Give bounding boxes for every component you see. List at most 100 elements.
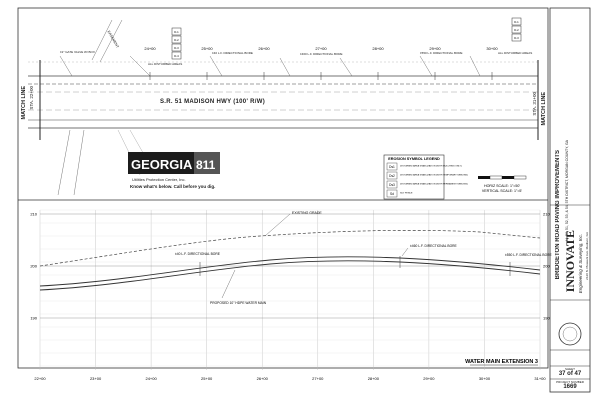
georgia-811-sub: Utilities Protection Center, Inc. (132, 177, 186, 182)
plan-station-label: 29+00 (429, 46, 441, 51)
plan-callout-4: ±460 L.F. DIRECTIONAL BORE (300, 52, 343, 56)
detail-box-plan-6 (511, 25, 522, 34)
scale-seg-3 (502, 176, 514, 179)
profile-station-label: 23+00 (90, 376, 102, 381)
legend-symbol: Ds2 (389, 174, 395, 178)
scale-bar: HORIZ SCALE: 1"=50' VERTICAL SCALE: 1"=5… (478, 175, 527, 193)
plan-station-label: 28+00 (372, 46, 384, 51)
profile-station-label: 31+00 (534, 376, 546, 381)
detail-box-text: D-3 (514, 36, 519, 40)
plan-station-label: 25+00 (201, 46, 213, 51)
match-line-right-label: MATCH LINE (541, 92, 547, 126)
plan-callout-5: ±550 L.F. DIRECTIONAL BORE (420, 51, 463, 55)
legend-symbol-box (386, 171, 398, 180)
proposed-pipe-top (39, 256, 541, 287)
detail-box-text: D-4 (174, 54, 179, 58)
erosion-legend-title: EROSION SYMBOL LEGEND (388, 157, 440, 161)
profile-elev-left: 190 (30, 316, 37, 321)
titleblock-frame (549, 7, 591, 393)
plan-view: 24+00 25+00 26+00 27+00 28+00 29+00 30+00 (28, 17, 539, 196)
company-address: 2120 N. Pleasant Ave. Madison, GA (585, 232, 589, 280)
vertical-scale-label: VERTICAL SCALE: 1"=5' (482, 189, 523, 193)
company-name: INNOVATE (563, 230, 577, 293)
profile-elev-left: 200 (30, 264, 37, 269)
erosion-legend-frame (383, 154, 445, 200)
sheet-label: SHEET (564, 367, 575, 371)
match-line-left-label: MATCH LINE (21, 86, 27, 120)
engineer-seal (558, 322, 582, 346)
project-number-label: PROJECT NUMBER (556, 380, 584, 384)
plan-callout-1: ±2" GATE VALVE W/ BOX (60, 50, 95, 54)
profile-elev-right: 210 (543, 212, 550, 217)
georgia-811-number-box (194, 152, 220, 174)
detail-box-text: D-2 (514, 28, 519, 32)
profile-elev-left: 210 (30, 212, 37, 217)
detail-box-plan-3 (171, 43, 182, 52)
legend-symbol-box (386, 180, 398, 189)
plan-station-label: 26+00 (258, 46, 270, 51)
plan-station-label: 30+00 (486, 46, 498, 51)
legend-symbol-box (386, 189, 398, 198)
detail-box-text: D-1 (174, 30, 179, 34)
georgia-811-name: GEORGIA (131, 157, 193, 172)
bore-label-3: ±550 L.F. DIRECTIONAL BORE (505, 253, 553, 257)
scale-seg-1 (478, 176, 490, 179)
legend-description: SILT FENCE (400, 193, 413, 195)
project-location: LL 50, 51, 52, 53, & 54, 5TH DISTRICT, M… (565, 140, 569, 241)
detail-box-plan-5 (511, 17, 522, 26)
legend-symbol: Ds3 (389, 183, 395, 187)
detail-box-plan-7 (511, 33, 522, 42)
profile-station-label: 25+00 (201, 376, 213, 381)
profile-station-label: 27+00 (312, 376, 324, 381)
legend-description: DISTURBED AREA STABILIZATION (WITH PERMA… (400, 183, 468, 186)
plan-station-ticks: 24+00 25+00 26+00 27+00 28+00 29+00 30+00 (144, 46, 498, 80)
plan-station-label: 24+00 (144, 46, 156, 51)
plan-callout-2: ALL DISTURBED AREAS (148, 62, 183, 66)
profile-elev-right: 200 (543, 264, 550, 269)
detail-box-plan-1 (171, 27, 182, 36)
legend-description: DISTURBED AREA STABILIZATION (WITH TEMPO… (400, 174, 468, 177)
georgia-811-number: 811 (196, 158, 216, 172)
detail-box-text: D-1 (514, 20, 519, 24)
profile-station-label: 22+00 (34, 376, 46, 381)
match-line-left-station: STA. 22+00 (29, 86, 34, 110)
legend-symbol-box (386, 162, 398, 171)
bore-label-2: ±460 L.F. DIRECTIONAL BORE (410, 244, 458, 248)
plan-callout-3: ±40 L.F. DIRECTIONAL BORE (212, 51, 253, 55)
detail-box-text: D-3 (174, 46, 179, 50)
profile-elev-right: 190 (543, 316, 550, 321)
profile-station-label: 24+00 (145, 376, 157, 381)
plan-station-label: 27+00 (315, 46, 327, 51)
project-number: 1669 (563, 384, 577, 390)
company-subtitle: Engineering & Surveying, Inc. (578, 234, 583, 294)
sheet-border (17, 7, 549, 369)
profile-title: WATER MAIN EXTENSION 3 (465, 359, 538, 365)
proposed-pipe-label: PROPOSED 10" HDPE WATER MAIN (210, 301, 267, 305)
project-name: BRIDGETON ROAD PAVING IMPROVEMENTS (555, 150, 561, 280)
legend-symbol: Sd (390, 192, 394, 196)
side-road-south (57, 129, 85, 196)
bore-label-1: ±40 L.F. DIRECTIONAL BORE (175, 252, 221, 256)
match-line-right-station: STA. 31+00 (532, 92, 537, 116)
sheet-number: 37 of 47 (558, 371, 582, 377)
callout-leaders (59, 55, 481, 77)
profile-leaders (221, 213, 409, 299)
detail-box-plan-4 (171, 51, 182, 60)
scale-seg-4 (513, 175, 527, 180)
plan-callout-6: ALL DISTURBED AREAS (498, 51, 533, 55)
profile-station-label: 29+00 (423, 376, 435, 381)
georgia-811-logo: GEORGIA 811 Utilities Protection Center,… (128, 152, 220, 189)
scale-seg-2 (489, 175, 503, 180)
profile-station-label: 30+00 (479, 376, 491, 381)
profile-station-label: 28+00 (368, 376, 380, 381)
side-road-north (91, 19, 123, 63)
horizontal-scale-label: HORIZ SCALE: 1"=50' (484, 184, 520, 188)
proposed-pipe-bottom (39, 260, 541, 291)
detail-box-text: D-2 (174, 38, 179, 42)
road-label: S.R. 51 MADISON HWY (100' R/W) (160, 99, 265, 105)
